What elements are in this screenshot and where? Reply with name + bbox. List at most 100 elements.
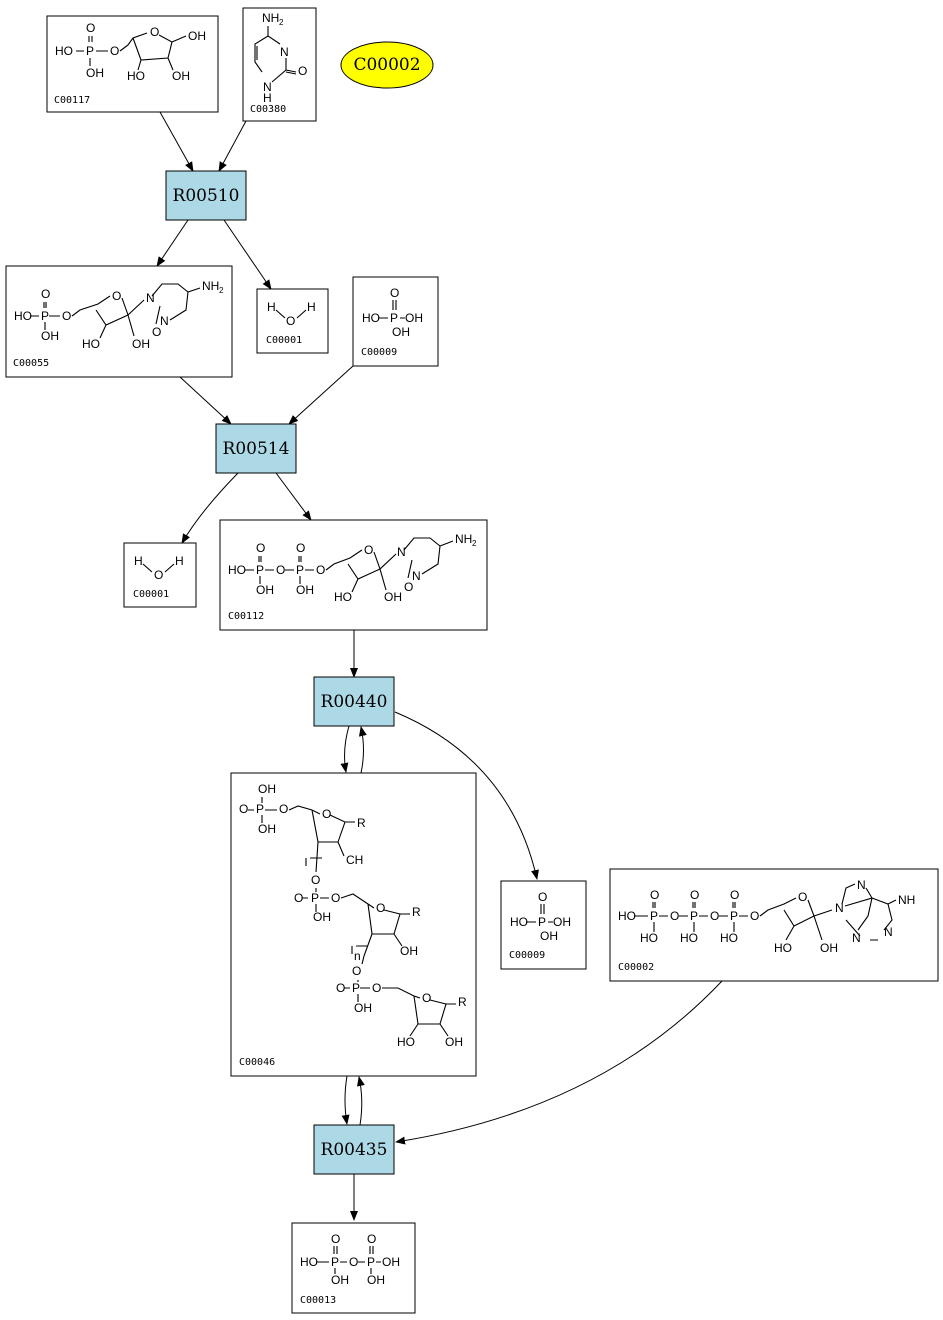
reaction-node-r00435[interactable]: R00435 [313,1124,395,1175]
highlight-node[interactable]: C00002 [340,41,434,89]
svg-text:OH: OH [296,583,314,597]
svg-text:O: O [239,802,248,816]
compound-c00001-lower[interactable]: H O H C00001 [123,542,197,608]
svg-text:OH: OH [354,1001,372,1015]
svg-text:O: O [331,891,340,905]
svg-text:OH: OH [188,29,206,43]
svg-text:OH: OH [172,69,190,83]
svg-text:N: N [160,314,169,328]
svg-text:H: H [175,554,184,568]
svg-text:O: O [322,807,331,821]
compound-c00009-top[interactable]: O P HO OH OH C00009 [352,276,439,367]
svg-text:HO: HO [774,941,792,955]
svg-text:OH: OH [392,325,410,339]
svg-text:O: O [256,541,265,555]
svg-text:O: O [286,314,295,328]
compound-c00055[interactable]: HO P O OH O O N N O NH 2 HO OH C00055 [5,265,233,378]
svg-text:OH: OH [405,311,423,325]
svg-text:O: O [294,891,303,905]
svg-text:P: P [538,915,546,929]
svg-text:H: H [267,300,276,314]
svg-text:O: O [650,888,659,902]
compound-c00001-top[interactable]: H O H C00001 [256,288,329,354]
compound-id: C00013 [300,1295,336,1306]
svg-text:R: R [357,816,366,830]
compound-id: C00001 [133,589,169,600]
compound-c00046[interactable]: OH O P O OH O R CH O O P O OH O R n OH O… [230,772,477,1077]
svg-text:HO: HO [127,69,145,83]
compound-c00380[interactable]: NH 2 N O N H C00380 [242,7,317,122]
svg-text:HO: HO [334,590,352,604]
svg-text:OH: OH [313,910,331,924]
svg-text:P: P [390,311,398,325]
compound-id: C00117 [54,95,90,106]
compound-c00009-lower[interactable]: O P HO OH OH C00009 [500,880,587,970]
svg-text:P: P [311,891,319,905]
svg-text:R: R [458,995,467,1009]
svg-text:OH: OH [132,337,150,351]
svg-text:HO: HO [680,931,698,945]
svg-text:HO: HO [640,931,658,945]
svg-text:OH: OH [400,944,418,958]
svg-text:OH: OH [384,590,402,604]
svg-text:CH: CH [346,853,363,867]
svg-text:OH: OH [382,1255,400,1269]
svg-text:O: O [86,21,95,35]
svg-text:OH: OH [331,1273,349,1287]
edge-c00055-r00514 [179,376,232,425]
svg-text:NH: NH [455,532,472,546]
compound-c00117[interactable]: HO P O OH O O OH HO OH C00117 [46,15,219,113]
svg-text:O: O [798,890,807,904]
svg-text:O: O [390,286,399,300]
svg-text:HO: HO [228,563,246,577]
structure-c00013: O O HO P O P OH OH OH [300,1232,400,1287]
svg-text:O: O [152,325,161,339]
svg-text:OH: OH [41,329,59,343]
edge-c00002-r00435 [395,980,723,1145]
reaction-label: R00510 [173,186,240,206]
reaction-label: R00440 [321,692,388,712]
svg-text:P: P [367,1255,375,1269]
compound-c00112[interactable]: HO P O OH O P O OH O O N N O NH 2 HO OH … [219,519,488,631]
reaction-node-r00440[interactable]: R00440 [313,676,395,727]
reaction-node-r00514[interactable]: R00514 [215,423,297,474]
svg-text:O: O [349,1255,358,1269]
svg-text:O: O [730,888,739,902]
svg-text:O: O [154,568,163,582]
structure-c00009-top: O P HO OH OH [362,286,423,339]
svg-text:O: O [367,1232,376,1246]
svg-text:P: P [331,1255,339,1269]
svg-text:O: O [670,909,679,923]
compound-c00013[interactable]: O O HO P O P OH OH OH C00013 [291,1222,416,1314]
svg-text:N: N [263,80,272,94]
edge-c00009-r00514 [288,365,354,425]
svg-text:P: P [41,309,49,323]
svg-text:P: P [296,563,304,577]
compound-id: C00002 [618,962,654,973]
reaction-node-r00510[interactable]: R00510 [165,170,247,221]
svg-text:P: P [256,563,264,577]
svg-text:O: O [41,287,50,301]
edge-c00117-r00510 [159,111,194,172]
svg-text:P: P [650,909,658,923]
svg-text:O: O [110,44,119,58]
compound-id: C00046 [239,1057,275,1068]
svg-text:P: P [256,802,264,816]
svg-text:O: O [298,64,307,78]
svg-text:O: O [376,901,385,915]
svg-text:O: O [422,991,431,1005]
svg-text:N: N [835,901,844,915]
svg-text:HO: HO [720,931,738,945]
svg-text:OH: OH [258,822,276,836]
svg-text:HO: HO [397,1035,415,1049]
reaction-label: R00514 [223,439,290,459]
svg-text:O: O [538,890,547,904]
svg-text:O: O [296,541,305,555]
svg-text:O: O [710,909,719,923]
svg-text:OH: OH [445,1035,463,1049]
svg-text:O: O [352,964,361,978]
svg-text:HO: HO [55,44,73,58]
highlight-label: C00002 [353,55,420,75]
compound-c00002[interactable]: HO P O HO O P O HO O P O HO O O N N NH N… [609,868,939,982]
